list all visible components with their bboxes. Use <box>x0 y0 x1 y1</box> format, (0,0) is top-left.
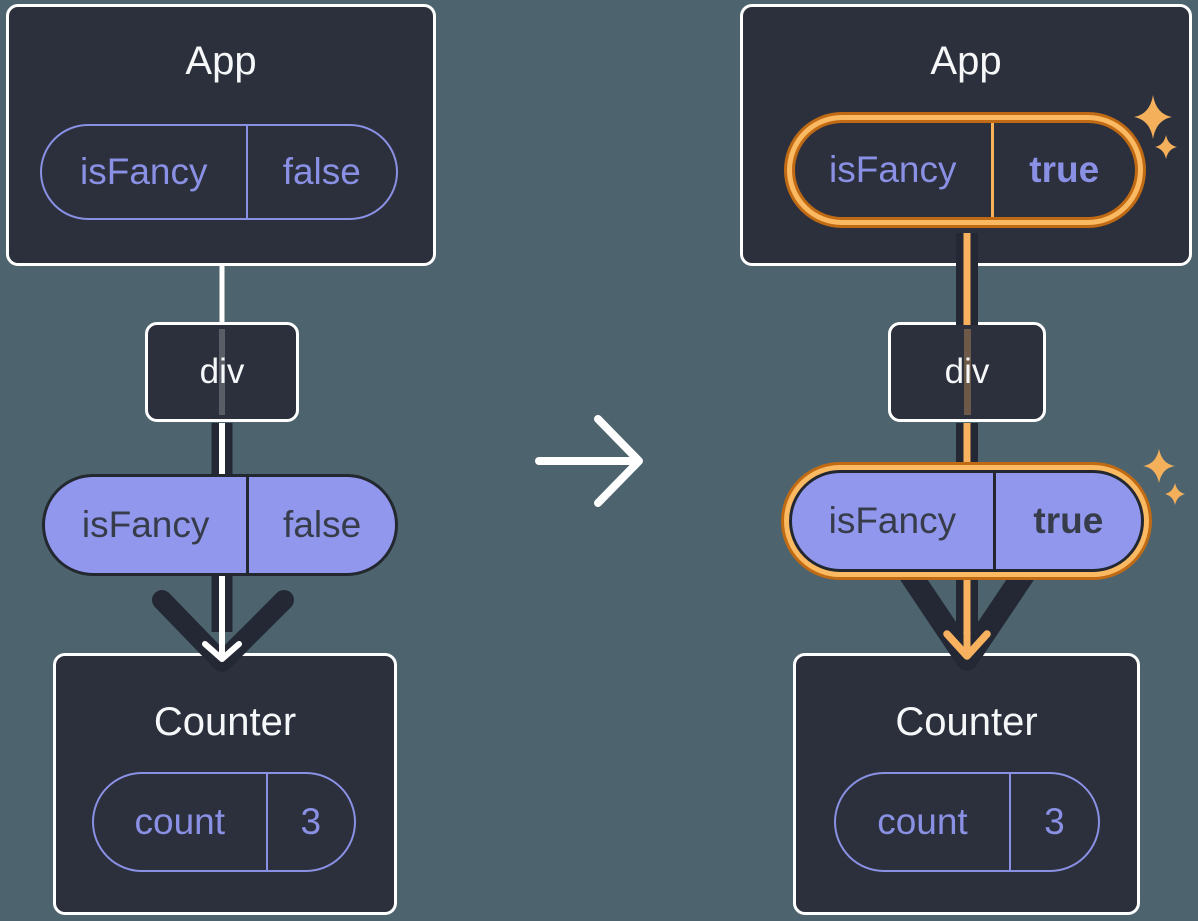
div-node-box-after: div <box>888 322 1046 422</box>
counter-title: Counter <box>153 700 297 744</box>
down-arrowhead-core-icon <box>202 641 242 662</box>
state-name: isFancy <box>42 126 248 218</box>
prop-value: true <box>1033 500 1104 541</box>
state-name: count <box>94 774 268 870</box>
prop-pill-after: isFancy true <box>789 470 1144 572</box>
flow-line-through-div <box>219 329 225 415</box>
state-value: 3 <box>1044 801 1065 842</box>
div-node-box-before: div <box>145 322 299 422</box>
state-name: isFancy <box>795 123 994 217</box>
app-state-pill-before: isFancy false <box>40 124 398 220</box>
down-arrowhead-icon <box>152 590 294 672</box>
flow-line-through-div <box>963 329 971 415</box>
counter-state-pill-before: count 3 <box>92 772 356 872</box>
state-value: true <box>1029 149 1100 190</box>
counter-component-box-before: Counter count 3 <box>53 653 397 915</box>
prop-name: isFancy <box>45 477 250 573</box>
sparkle-icon <box>1143 449 1175 483</box>
app-title: App <box>930 39 1002 83</box>
app-state-pill-highlight-ring: isFancy true <box>784 112 1146 228</box>
counter-title: Counter <box>895 700 1038 744</box>
prop-name: isFancy <box>792 473 996 569</box>
sparkle-icon <box>1134 95 1172 139</box>
state-value: 3 <box>300 801 322 842</box>
prop-pill-highlight-ring: isFancy true <box>781 462 1152 580</box>
app-state-pill-after: isFancy true <box>792 120 1138 220</box>
state-value: false <box>282 151 361 192</box>
prop-value: false <box>283 504 362 545</box>
app-title: App <box>185 39 257 83</box>
sparkle-icon <box>1165 483 1185 505</box>
prop-pill-before: isFancy false <box>42 474 398 576</box>
counter-state-pill-after: count 3 <box>834 772 1100 872</box>
down-arrowhead-core-icon <box>943 630 991 660</box>
sparkle-icon <box>1155 135 1177 159</box>
right-arrow-icon <box>535 415 643 507</box>
div-label: div <box>944 352 990 391</box>
div-label: div <box>199 352 245 391</box>
state-name: count <box>836 774 1011 870</box>
